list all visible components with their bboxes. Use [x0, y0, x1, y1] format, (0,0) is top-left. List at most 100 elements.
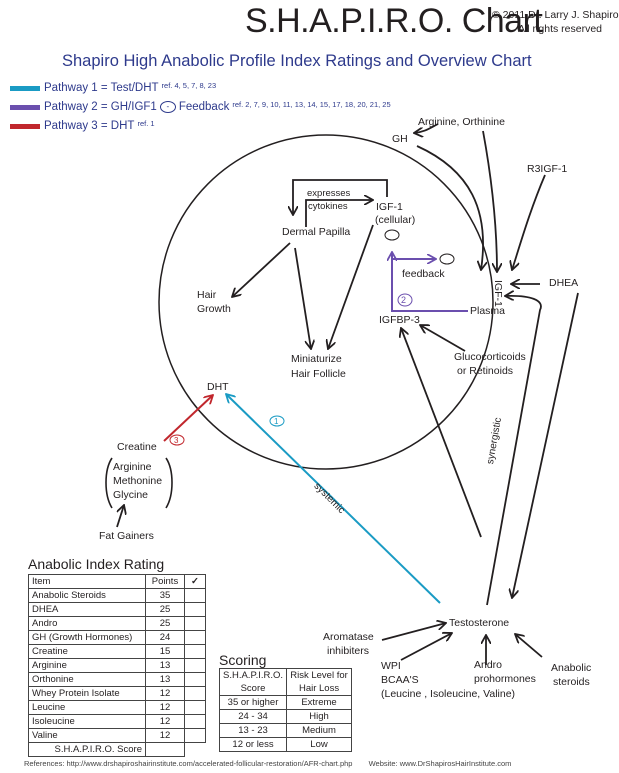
- anabolic-index-title: Anabolic Index Rating: [28, 556, 165, 572]
- node-fat-gainers: Fat Gainers: [99, 530, 154, 542]
- score-row: S.H.A.P.I.R.O. Score: [28, 742, 206, 757]
- legend-feedback-label: Feedback: [178, 101, 230, 113]
- legend-refs: ref. 1: [137, 118, 155, 128]
- table-header-row: Item Points ✓: [28, 574, 206, 589]
- table-row: GH (Growth Hormones)24: [28, 630, 206, 645]
- points-cell: 25: [145, 602, 185, 617]
- check-cell[interactable]: [184, 644, 206, 659]
- header-score-line1: S.H.A.P.I.R.O.: [223, 670, 284, 681]
- node-dermal-papilla: Dermal Papilla: [282, 226, 351, 238]
- check-cell[interactable]: [184, 602, 206, 617]
- risk-level-cell: Medium: [286, 723, 353, 738]
- node-igfbp3: IGFBP-3: [379, 314, 420, 326]
- footer-website[interactable]: Website: www.DrShapirosHairInstitute.com: [368, 759, 512, 768]
- risk-level-cell: High: [286, 709, 353, 724]
- arrow-arginine-to-gh: [414, 123, 439, 133]
- feedback-minus-icon: -: [159, 101, 176, 113]
- check-cell[interactable]: [184, 700, 206, 715]
- node-igf1-cellular: IGF-1: [376, 201, 403, 213]
- feedback-minus-icon: [439, 253, 455, 265]
- arrow-igf1-to-miniaturize: [328, 224, 374, 349]
- label-cytokines: cytokines: [308, 201, 348, 212]
- page-title: S.H.A.P.I.R.O. Chart: [245, 2, 543, 40]
- pathway-3-swatch: [10, 123, 40, 129]
- footer-references[interactable]: References: http://www.drshapiroshairins…: [24, 759, 353, 768]
- pathway-1-marker: 1: [274, 417, 279, 426]
- copyright: © 2011 Dr. Larry J. Shapiro All rights r…: [492, 8, 619, 36]
- header-score-line2: Score: [240, 683, 266, 694]
- node-glycine: Glycine: [113, 489, 149, 501]
- node-igf1-cellular-sub: (cellular): [375, 214, 416, 226]
- page-subtitle: Shapiro High Anabolic Profile Index Rati…: [62, 52, 532, 70]
- checkmark-icon: ✓: [184, 574, 206, 589]
- pathway-3-marker: 3: [174, 436, 179, 445]
- arrow-r3igf1-to-igf1: [512, 174, 546, 270]
- node-bcaas-list: (Leucine , Isoleucine, Valine): [381, 688, 516, 700]
- node-r3igf1: R3IGF-1: [527, 163, 568, 175]
- arrow-dhea-to-testosterone: [512, 292, 579, 598]
- header-score: S.H.A.P.I.R.O. Score: [218, 668, 288, 696]
- node-inhibiters: inhibiters: [327, 645, 370, 657]
- node-glucocorticoids: Glucocorticoids: [454, 351, 526, 363]
- arrow-anabolic-to-testosterone: [515, 634, 543, 658]
- node-igf1-plasma: IGF-1: [492, 280, 504, 307]
- node-arginine-orthinine: Arginine, Orthinine: [418, 116, 505, 128]
- score-range-cell: 35 or higher: [218, 695, 288, 710]
- node-retinoids: or Retinoids: [457, 365, 514, 377]
- check-cell[interactable]: [184, 616, 206, 631]
- node-plasma: Plasma: [470, 305, 506, 317]
- check-cell[interactable]: [184, 728, 206, 743]
- arrow-aromatase-to-testosterone: [381, 623, 446, 641]
- node-dht: DHT: [207, 381, 229, 393]
- legend-pathway-3: Pathway 3 = DHT ref. 1: [10, 119, 155, 133]
- item-cell: Whey Protein Isolate: [28, 686, 146, 701]
- node-arginine: Arginine: [113, 461, 152, 473]
- check-cell[interactable]: [184, 672, 206, 687]
- pathway-1-arrow: [226, 394, 441, 604]
- points-cell: 25: [145, 616, 185, 631]
- arrow-testosterone-to-igf1: [486, 296, 542, 606]
- points-cell: 12: [145, 686, 185, 701]
- item-cell: GH (Growth Hormones): [28, 630, 146, 645]
- arrow-systemic-end-to-testosterone: [437, 604, 445, 612]
- node-steroids: steroids: [553, 676, 590, 688]
- copyright-line-2: All rights reserved: [517, 23, 602, 35]
- check-cell[interactable]: [184, 686, 206, 701]
- legend-refs: ref. 4, 5, 7, 8, 23: [161, 80, 217, 90]
- risk-level-cell: Low: [286, 737, 353, 752]
- points-cell: 24: [145, 630, 185, 645]
- pathway-2-swatch: [10, 104, 40, 110]
- arrow-dermal-papilla-to-miniaturize: [294, 247, 311, 349]
- arrow-wpi-to-testosterone: [400, 633, 452, 661]
- legend-label: Pathway 1 = Test/DHT: [44, 82, 159, 94]
- header-item: Item: [28, 574, 146, 589]
- pathway-2-marker-oval: [397, 293, 413, 307]
- label-feedback: feedback: [402, 268, 445, 280]
- pathway-2-feedback-loop: [392, 252, 468, 312]
- node-anabolic: Anabolic: [551, 662, 592, 674]
- header-risk-line1: Risk Level for: [290, 670, 348, 681]
- item-cell: Andro: [28, 616, 146, 631]
- node-andro: Andro: [474, 659, 503, 671]
- check-cell[interactable]: [184, 630, 206, 645]
- check-cell[interactable]: [184, 588, 206, 603]
- node-methonine: Methonine: [113, 475, 163, 487]
- points-cell: 35: [145, 588, 185, 603]
- header-points: Points: [145, 574, 185, 589]
- legend-label: Pathway 3 = DHT: [44, 120, 135, 132]
- pathway-3-arrow: [163, 395, 213, 442]
- points-cell: 12: [145, 728, 185, 743]
- check-cell[interactable]: [184, 658, 206, 673]
- points-cell: 12: [145, 714, 185, 729]
- arrow-arginine-to-igf1: [482, 130, 497, 272]
- node-wpi: WPI: [381, 660, 401, 672]
- item-cell: Leucine: [28, 700, 146, 715]
- score-value-cell[interactable]: [145, 742, 185, 757]
- check-cell[interactable]: [184, 714, 206, 729]
